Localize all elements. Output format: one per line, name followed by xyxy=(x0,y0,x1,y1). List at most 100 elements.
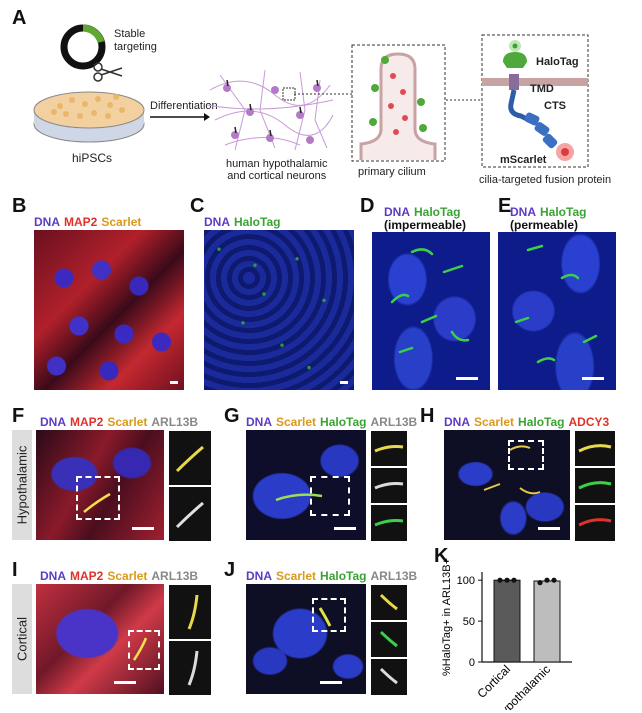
stain-label: Scarlet xyxy=(276,415,317,429)
panel-label-a: A xyxy=(12,7,27,29)
fusion-protein-label: cilia-targeted fusion protein xyxy=(479,174,612,186)
row-label-cortical: Cortical xyxy=(14,616,30,662)
panel-label-c: C xyxy=(190,195,205,217)
stain-label: DNA xyxy=(384,205,410,219)
panel-j-micrograph xyxy=(246,584,366,694)
y-tick-label: 0 xyxy=(469,657,475,669)
data-point xyxy=(497,577,503,583)
stain-label: MAP2 xyxy=(70,569,104,583)
stain-label: DNA xyxy=(444,415,470,429)
y-axis-label: %HaloTag+ in ARL13B+ xyxy=(441,558,453,676)
stain-label: ARL13B xyxy=(151,569,199,583)
panel-label-d: D xyxy=(360,195,375,217)
panel-f-micrograph xyxy=(36,430,164,540)
stain-label: ARL13B xyxy=(370,415,418,429)
y-tick-label: 50 xyxy=(463,616,475,628)
stain-label: HaloTag xyxy=(518,415,565,429)
stain-label: Scarlet xyxy=(474,415,515,429)
plasmid-icon xyxy=(60,24,106,70)
stable-targeting-label: Stable targeting xyxy=(114,28,157,53)
data-point xyxy=(544,577,550,583)
panel-label-f: F xyxy=(12,405,25,427)
stain-label: DNA xyxy=(246,569,272,583)
stain-label: HaloTag xyxy=(234,215,281,229)
panel-e-micrograph xyxy=(498,232,616,390)
mscarlet-diagram-label: mScarlet xyxy=(500,154,547,166)
panel-g-inset-halotag xyxy=(370,504,408,542)
panel-c-micrograph xyxy=(204,230,354,390)
stain-label: HaloTag xyxy=(414,205,461,219)
panel-h-micrograph xyxy=(444,430,570,540)
panel-g-inset-arl13b xyxy=(370,467,408,504)
x-tick-label: Cortical xyxy=(474,662,513,701)
differentiation-label: Differentiation xyxy=(150,100,218,112)
panel-d-sub: (impermeable) xyxy=(384,218,467,232)
y-tick-label: 100 xyxy=(457,575,475,587)
panel-e-sub: (permeable) xyxy=(510,218,579,232)
panel-f-inset-arl13b xyxy=(168,486,212,542)
panel-label-i: I xyxy=(12,559,18,581)
hipscs-label: hiPSCs xyxy=(72,151,113,165)
panel-label-b: B xyxy=(12,195,27,217)
stain-label: MAP2 xyxy=(64,215,98,229)
row-label-cortical-box: Cortical xyxy=(12,584,32,694)
panel-j-inset-halotag xyxy=(370,621,408,658)
panel-i-micrograph xyxy=(36,584,164,694)
halotag-diagram-label: HaloTag xyxy=(536,56,579,68)
stain-label: DNA xyxy=(246,415,272,429)
stain-label: ARL13B xyxy=(151,415,199,429)
row-label-hypothalamic: Hypothalamic xyxy=(14,445,30,525)
panel-f-inset-scarlet xyxy=(168,430,212,486)
panel-h-inset-halotag xyxy=(574,467,616,504)
stain-label: Scarlet xyxy=(101,215,142,229)
stain-label: HaloTag xyxy=(540,205,587,219)
panel-label-j: J xyxy=(224,559,236,581)
panel-g-micrograph xyxy=(246,430,366,540)
stain-label: DNA xyxy=(40,415,66,429)
data-point xyxy=(511,577,517,583)
bar xyxy=(533,580,561,663)
stain-label: HaloTag xyxy=(320,569,367,583)
neurons-label: human hypothalamic and cortical neurons xyxy=(226,158,328,183)
stain-label: ADCY3 xyxy=(568,415,610,429)
fusion-protein-illustration xyxy=(481,34,589,168)
panel-d-micrograph xyxy=(372,232,490,390)
data-point xyxy=(537,580,543,586)
data-point xyxy=(551,577,557,583)
panel-h-inset-adcy3 xyxy=(574,504,616,542)
cts-diagram-label: CTS xyxy=(544,100,566,112)
zoom-connector-2 xyxy=(446,99,481,101)
panel-i-inset-scarlet xyxy=(168,584,212,640)
panel-label-e: E xyxy=(498,195,512,217)
data-point xyxy=(504,577,510,583)
panel-j-inset-scarlet xyxy=(370,584,408,621)
scissors-icon xyxy=(93,62,123,82)
stain-label: Scarlet xyxy=(107,415,148,429)
panel-i-inset-arl13b xyxy=(168,640,212,696)
stain-label: Scarlet xyxy=(107,569,148,583)
panel-d-stains: DNA HaloTag xyxy=(384,206,460,218)
stain-label: Scarlet xyxy=(276,569,317,583)
petri-dish-icon xyxy=(33,91,145,143)
stain-label: ARL13B xyxy=(370,569,418,583)
stain-label: HaloTag xyxy=(320,415,367,429)
stain-label: DNA xyxy=(510,205,536,219)
primary-cilium-illustration xyxy=(351,44,446,162)
stain-label: DNA xyxy=(34,215,60,229)
panel-b-micrograph xyxy=(34,230,184,390)
bar xyxy=(493,579,521,663)
panel-e-stains: DNA HaloTag xyxy=(510,206,586,218)
panel-label-g: G xyxy=(224,405,240,427)
stain-label: MAP2 xyxy=(70,415,104,429)
panel-g-inset-scarlet xyxy=(370,430,408,467)
primary-cilium-label: primary cilium xyxy=(358,166,426,178)
stain-label: DNA xyxy=(204,215,230,229)
stain-label: DNA xyxy=(40,569,66,583)
panel-label-k: K xyxy=(434,545,449,567)
